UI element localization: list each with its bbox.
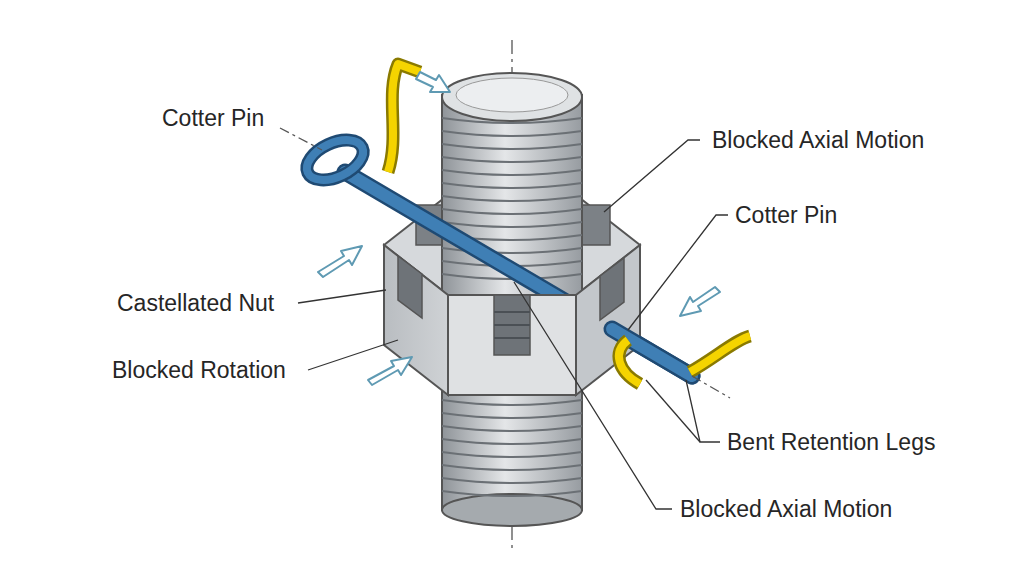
illustration-part	[576, 245, 640, 395]
illustration-part	[442, 491, 582, 496]
illustration-part	[442, 439, 582, 444]
illustration-part	[494, 295, 530, 355]
illustration-part	[442, 452, 582, 457]
bent-leg	[619, 340, 640, 384]
part-label: Blocked Axial Motion	[712, 127, 924, 153]
illustration-part	[628, 215, 728, 330]
illustration-part	[442, 494, 582, 526]
illustration-part	[301, 132, 370, 188]
pin-axis-line	[692, 376, 730, 398]
part-label: Castellated Nut	[117, 290, 274, 316]
illustration-part	[442, 478, 582, 483]
illustration-part	[442, 465, 582, 470]
illustration-part	[494, 312, 530, 338]
illustration-part	[442, 144, 582, 149]
illustration-part	[442, 380, 582, 510]
bent-leg	[690, 336, 750, 372]
bent-leg	[690, 336, 750, 372]
bolt-lower	[442, 380, 582, 526]
illustration-part	[442, 73, 582, 121]
motion-arrow	[318, 72, 720, 385]
illustration-part	[442, 170, 582, 175]
illustration-part	[442, 209, 582, 214]
illustration-part	[442, 222, 582, 227]
castellated-nut	[384, 245, 640, 395]
illustration-part	[442, 426, 582, 431]
bent-leg	[388, 64, 420, 172]
illustration-part	[514, 282, 672, 509]
illustration-part	[298, 290, 386, 303]
illustration-part	[448, 295, 576, 395]
illustration-part	[416, 72, 450, 92]
illustration-part	[398, 256, 422, 318]
part-label: Blocked Rotation	[112, 357, 286, 383]
illustration-part	[308, 340, 398, 370]
part-label: Cotter Pin	[735, 202, 837, 228]
illustration-part	[442, 400, 582, 405]
illustration-part	[318, 246, 362, 277]
part-label: Cotter Pin	[162, 105, 264, 131]
illustration-part	[301, 132, 370, 188]
illustration-part	[456, 78, 568, 112]
illustration-part	[604, 140, 700, 212]
illustration-part	[442, 183, 582, 188]
illustration-part	[442, 196, 582, 201]
illustration-part	[600, 258, 624, 320]
illustration-part	[442, 413, 582, 418]
illustration-part	[442, 131, 582, 136]
illustration-part	[680, 287, 720, 316]
part-label: Blocked Axial Motion	[680, 496, 892, 522]
illustration-part	[646, 380, 700, 442]
bent-leg	[619, 340, 640, 384]
leader-line	[298, 140, 728, 509]
part-label: Bent Retention Legs	[727, 429, 935, 455]
bent-leg	[388, 64, 420, 172]
illustration-part	[368, 357, 412, 385]
illustration-part	[442, 157, 582, 162]
pin-axis-line	[280, 128, 322, 150]
